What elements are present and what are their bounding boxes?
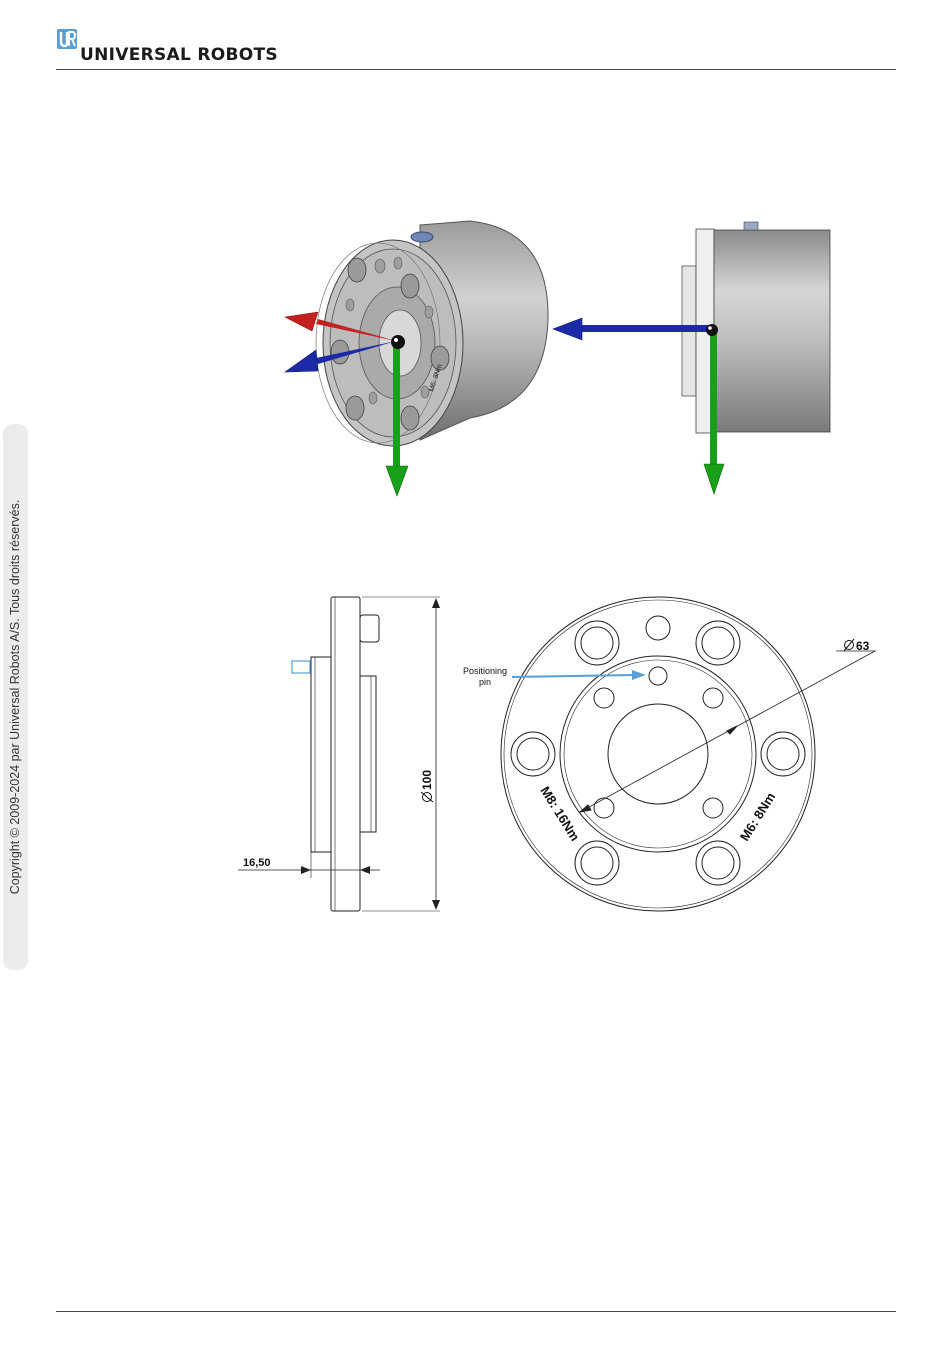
callout-pin: pin: [479, 677, 491, 687]
top-screw: [411, 232, 433, 242]
isometric-view: M6: 8Nm: [285, 221, 548, 496]
flange-bolt-holes: [511, 621, 805, 885]
svg-text:100: 100: [420, 770, 434, 790]
marking-m8: M8: 16Nm: [537, 784, 582, 844]
positioning-pin-callout: Positioning pin: [463, 666, 646, 687]
marking-m6: M6: 8Nm: [737, 790, 778, 844]
svg-text:63: 63: [856, 639, 870, 653]
callout-positioning: Positioning: [463, 666, 507, 676]
diameter-100-label: 100: [420, 770, 434, 802]
side-3d-view: [553, 222, 830, 494]
front-drawing: [501, 597, 876, 911]
dim-offset-label: 16,50: [243, 857, 271, 869]
footer-divider: [56, 1311, 896, 1312]
